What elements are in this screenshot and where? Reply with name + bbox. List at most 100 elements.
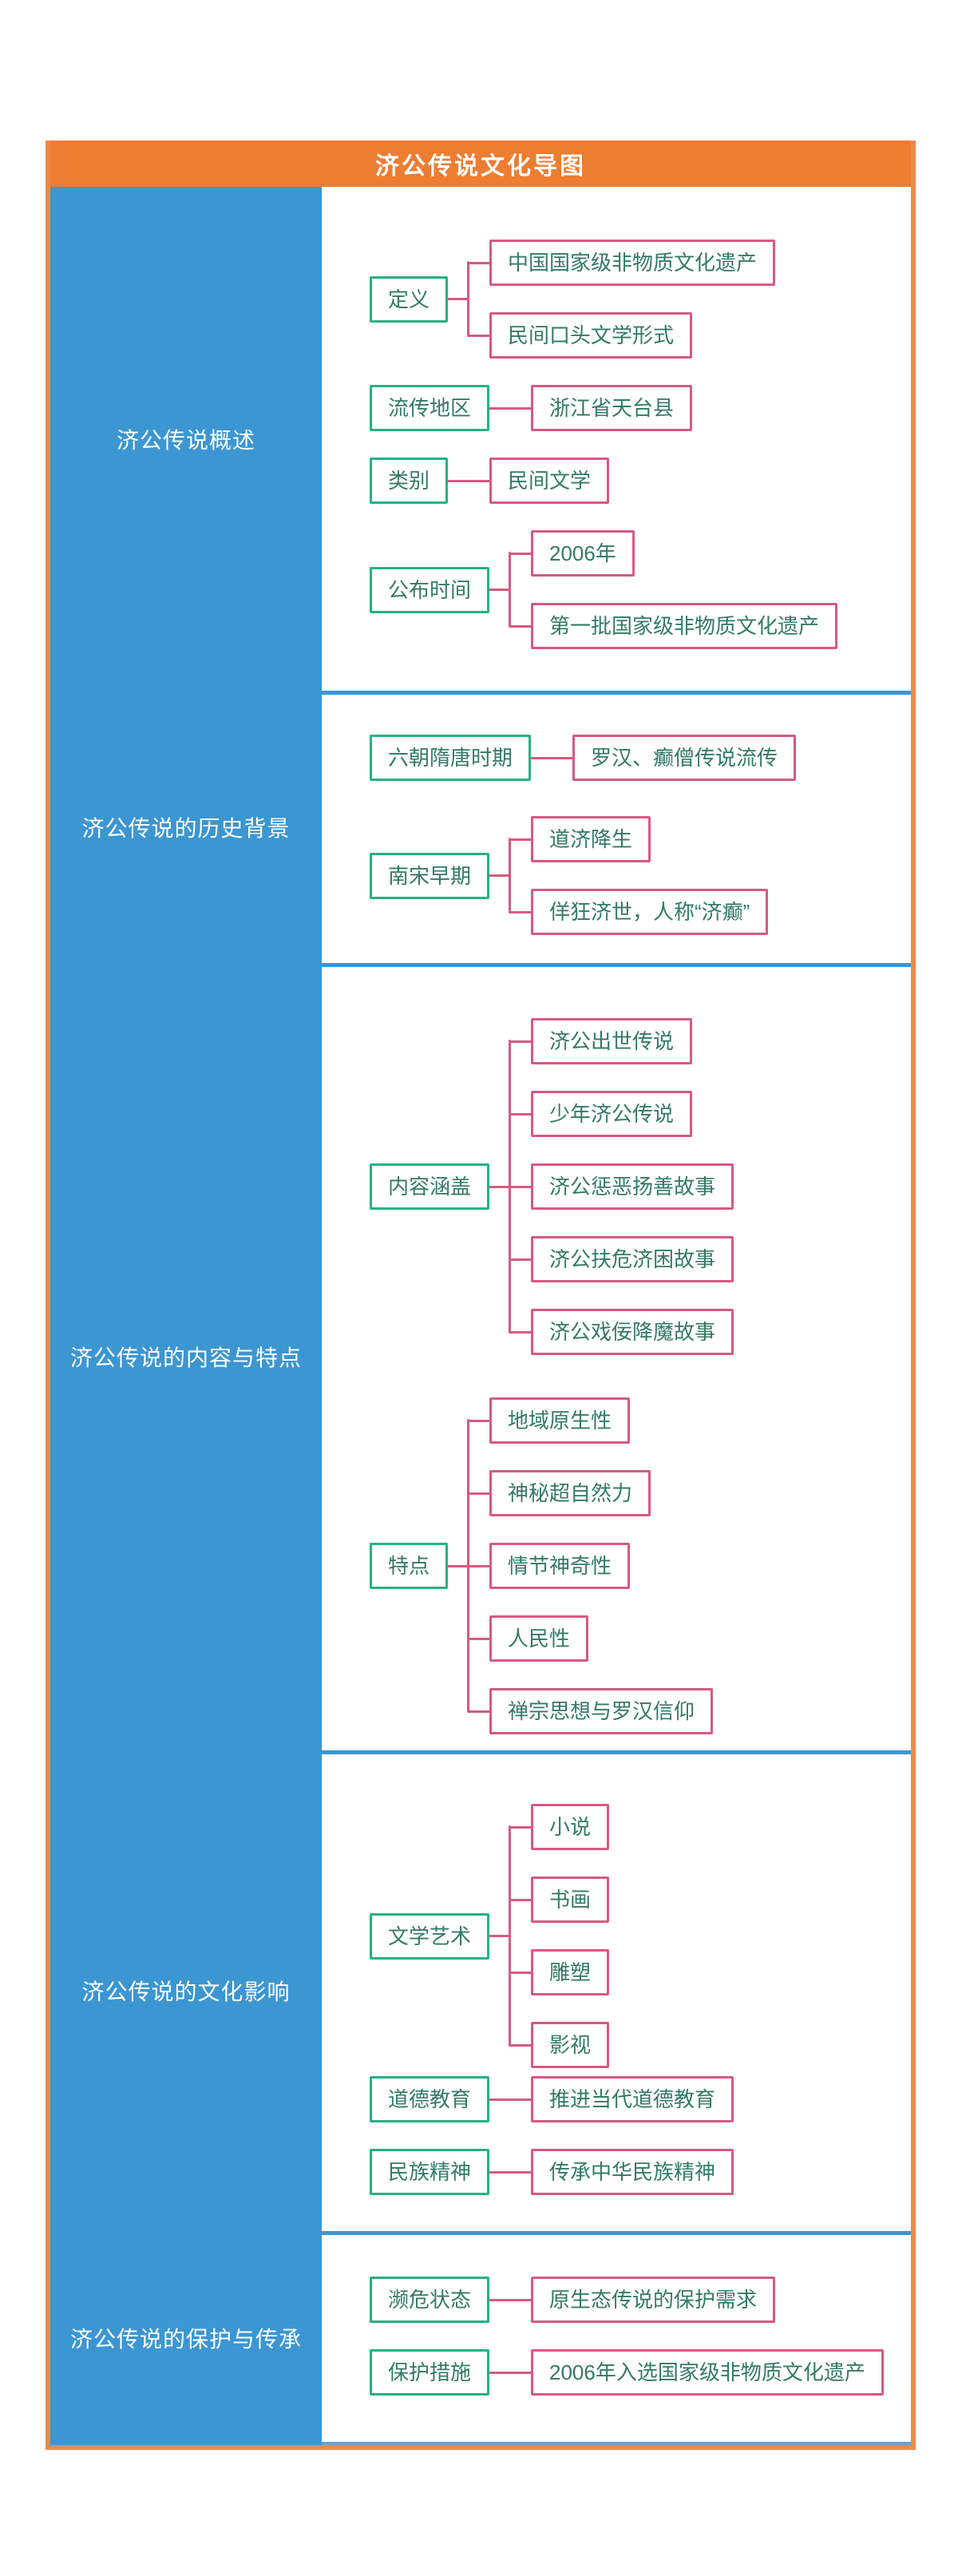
children-column: 推进当代道德教育 (510, 2076, 734, 2122)
sidebar-section: 济公传说的历史背景 (50, 691, 322, 963)
child-row: 济公惩恶扬善故事 (510, 1163, 734, 1210)
connector-line (448, 1564, 469, 1567)
level2-node: 六朝隋唐时期 (370, 735, 532, 781)
sidebar-section: 济公传说概述 (50, 187, 322, 691)
level2-node: 类别 (370, 458, 449, 504)
level3-node: 小说 (531, 1804, 610, 1850)
child-row: 小说 (510, 1804, 610, 1850)
child-row: 浙江省天台县 (510, 385, 693, 431)
children-column: 济公出世传说少年济公传说济公惩恶扬善故事济公扶危济困故事济公戏佞降魔故事 (509, 1018, 734, 1355)
level3-node: 罗汉、癫僧传说流传 (572, 735, 797, 781)
child-row: 地域原生性 (469, 1397, 631, 1444)
section-row: 济公传说的文化影响文学艺术小说书画雕塑影视道德教育推进当代道德教育民族精神传承中… (50, 1750, 911, 2231)
section-content: 文学艺术小说书画雕塑影视道德教育推进当代道德教育民族精神传承中华民族精神 (322, 1750, 911, 2231)
level2-node: 南宋早期 (370, 852, 490, 899)
mindmap-canvas: 济公传说文化导图 济公传说概述 定义中国国家级非物质文化遗产民间口头文学形式流传地… (46, 141, 916, 2450)
section-content: 内容涵盖济公出世传说少年济公传说济公惩恶扬善故事济公扶危济困故事济公戏佞降魔故事… (322, 963, 911, 1750)
level2-node: 公布时间 (370, 566, 490, 613)
branch-group: 特点地域原生性神秘超自然力情节神奇性人民性禅宗思想与罗汉信仰 (370, 1397, 903, 1734)
level3-node: 浙江省天台县 (531, 385, 693, 431)
level3-node: 书画 (531, 1877, 610, 1923)
branch-group: 定义中国国家级非物质文化遗产民间口头文学形式 (370, 240, 903, 359)
level3-node: 神秘超自然力 (489, 1470, 651, 1516)
connector-line (489, 2298, 511, 2301)
children-column: 2006年入选国家级非物质文化遗产 (510, 2349, 884, 2396)
children-column: 原生态传说的保护需求 (510, 2277, 776, 2323)
branch-group: 文学艺术小说书画雕塑影视 (370, 1804, 903, 2068)
child-row: 人民性 (469, 1615, 589, 1662)
level2-node: 道德教育 (370, 2076, 490, 2122)
child-row: 济公戏佞降魔故事 (510, 1309, 734, 1355)
section-row: 济公传说的内容与特点内容涵盖济公出世传说少年济公传说济公惩恶扬善故事济公扶危济困… (50, 963, 911, 1750)
connector-line (489, 2170, 511, 2174)
level3-node: 少年济公传说 (531, 1091, 693, 1137)
level3-node: 禅宗思想与罗汉信仰 (489, 1688, 714, 1734)
section-row: 济公传说的历史背景六朝隋唐时期罗汉、癫僧传说流传南宋早期道济降生佯狂济世，人称“… (50, 691, 911, 963)
level3-node: 情节神奇性 (489, 1543, 631, 1589)
level3-node: 2006年 (531, 530, 635, 577)
child-row: 推进当代道德教育 (510, 2076, 734, 2122)
child-row: 中国国家级非物质文化遗产 (469, 240, 776, 286)
section-row: 济公传说概述定义中国国家级非物质文化遗产民间口头文学形式流传地区浙江省天台县类别… (50, 187, 911, 691)
level3-node: 第一批国家级非物质文化遗产 (531, 603, 838, 649)
child-row: 济公出世传说 (510, 1018, 693, 1064)
child-row: 罗汉、癫僧传说流传 (552, 735, 797, 781)
sidebar-section: 济公传说的保护与传承 (50, 2231, 322, 2445)
level2-node: 濒危状态 (370, 2277, 490, 2323)
level2-node: 定义 (370, 275, 449, 323)
level3-node: 推进当代道德教育 (531, 2076, 734, 2122)
children-column: 小说书画雕塑影视 (509, 1804, 610, 2068)
level3-node: 济公惩恶扬善故事 (531, 1163, 734, 1210)
level3-node: 中国国家级非物质文化遗产 (489, 240, 776, 286)
level3-node: 济公扶危济困故事 (531, 1236, 734, 1282)
level2-node: 特点 (370, 1543, 449, 1589)
child-row: 济公扶危济困故事 (510, 1236, 734, 1282)
connector-line (489, 2371, 511, 2374)
sidebar-section: 济公传说的内容与特点 (50, 963, 322, 1750)
child-row: 2006年 (510, 530, 635, 577)
level3-node: 道济降生 (531, 816, 651, 862)
level3-node: 雕塑 (531, 1949, 610, 1995)
children-column: 罗汉、癫僧传说流传 (552, 735, 797, 781)
sidebar-section: 济公传说的文化影响 (50, 1750, 322, 2231)
level2-node: 保护措施 (370, 2349, 490, 2396)
children-column: 地域原生性神秘超自然力情节神奇性人民性禅宗思想与罗汉信仰 (467, 1397, 714, 1734)
mindmap-header: 济公传说文化导图 (50, 141, 911, 187)
connector-line (489, 2098, 511, 2101)
child-row: 第一批国家级非物质文化遗产 (510, 603, 838, 649)
connector-line (489, 874, 511, 877)
level2-node: 流传地区 (370, 385, 490, 431)
child-row: 禅宗思想与罗汉信仰 (469, 1688, 714, 1734)
child-row: 民间口头文学形式 (469, 312, 693, 359)
sidebar-section-label: 济公传说的历史背景 (81, 815, 291, 841)
level3-node: 原生态传说的保护需求 (531, 2277, 776, 2323)
children-column: 浙江省天台县 (510, 385, 693, 431)
child-row: 影视 (510, 2022, 610, 2068)
children-column: 中国国家级非物质文化遗产民间口头文学形式 (467, 240, 776, 359)
branch-group: 六朝隋唐时期罗汉、癫僧传说流传 (370, 735, 903, 781)
child-row: 书画 (510, 1877, 610, 1923)
connector-line (489, 589, 511, 591)
sidebar-section-label: 济公传说概述 (116, 427, 255, 453)
child-row: 2006年入选国家级非物质文化遗产 (510, 2349, 884, 2396)
level3-node: 影视 (531, 2022, 610, 2068)
branch-group: 类别民间文学 (370, 458, 903, 504)
child-row: 少年济公传说 (510, 1091, 693, 1137)
child-row: 传承中华民族精神 (510, 2149, 734, 2195)
level2-node: 内容涵盖 (370, 1163, 490, 1210)
level3-node: 民间文学 (489, 458, 610, 504)
level3-node: 地域原生性 (489, 1397, 631, 1444)
branch-group: 道德教育推进当代道德教育 (370, 2076, 903, 2122)
branch-group: 流传地区浙江省天台县 (370, 385, 903, 431)
children-column: 2006年第一批国家级非物质文化遗产 (509, 530, 838, 649)
connector-line (531, 756, 552, 759)
child-row: 神秘超自然力 (469, 1470, 651, 1516)
level3-node: 济公戏佞降魔故事 (531, 1309, 734, 1355)
branch-group: 内容涵盖济公出世传说少年济公传说济公惩恶扬善故事济公扶危济困故事济公戏佞降魔故事 (370, 1018, 903, 1355)
sidebar-section-label: 济公传说的保护与传承 (69, 2327, 302, 2352)
branch-group: 保护措施 2006年入选国家级非物质文化遗产 (370, 2349, 903, 2396)
level2-node: 文学艺术 (370, 1912, 490, 1960)
branch-group: 公布时间 2006年第一批国家级非物质文化遗产 (370, 530, 903, 649)
sidebar-section-label: 济公传说的内容与特点 (69, 1345, 302, 1370)
children-column: 传承中华民族精神 (510, 2149, 734, 2195)
